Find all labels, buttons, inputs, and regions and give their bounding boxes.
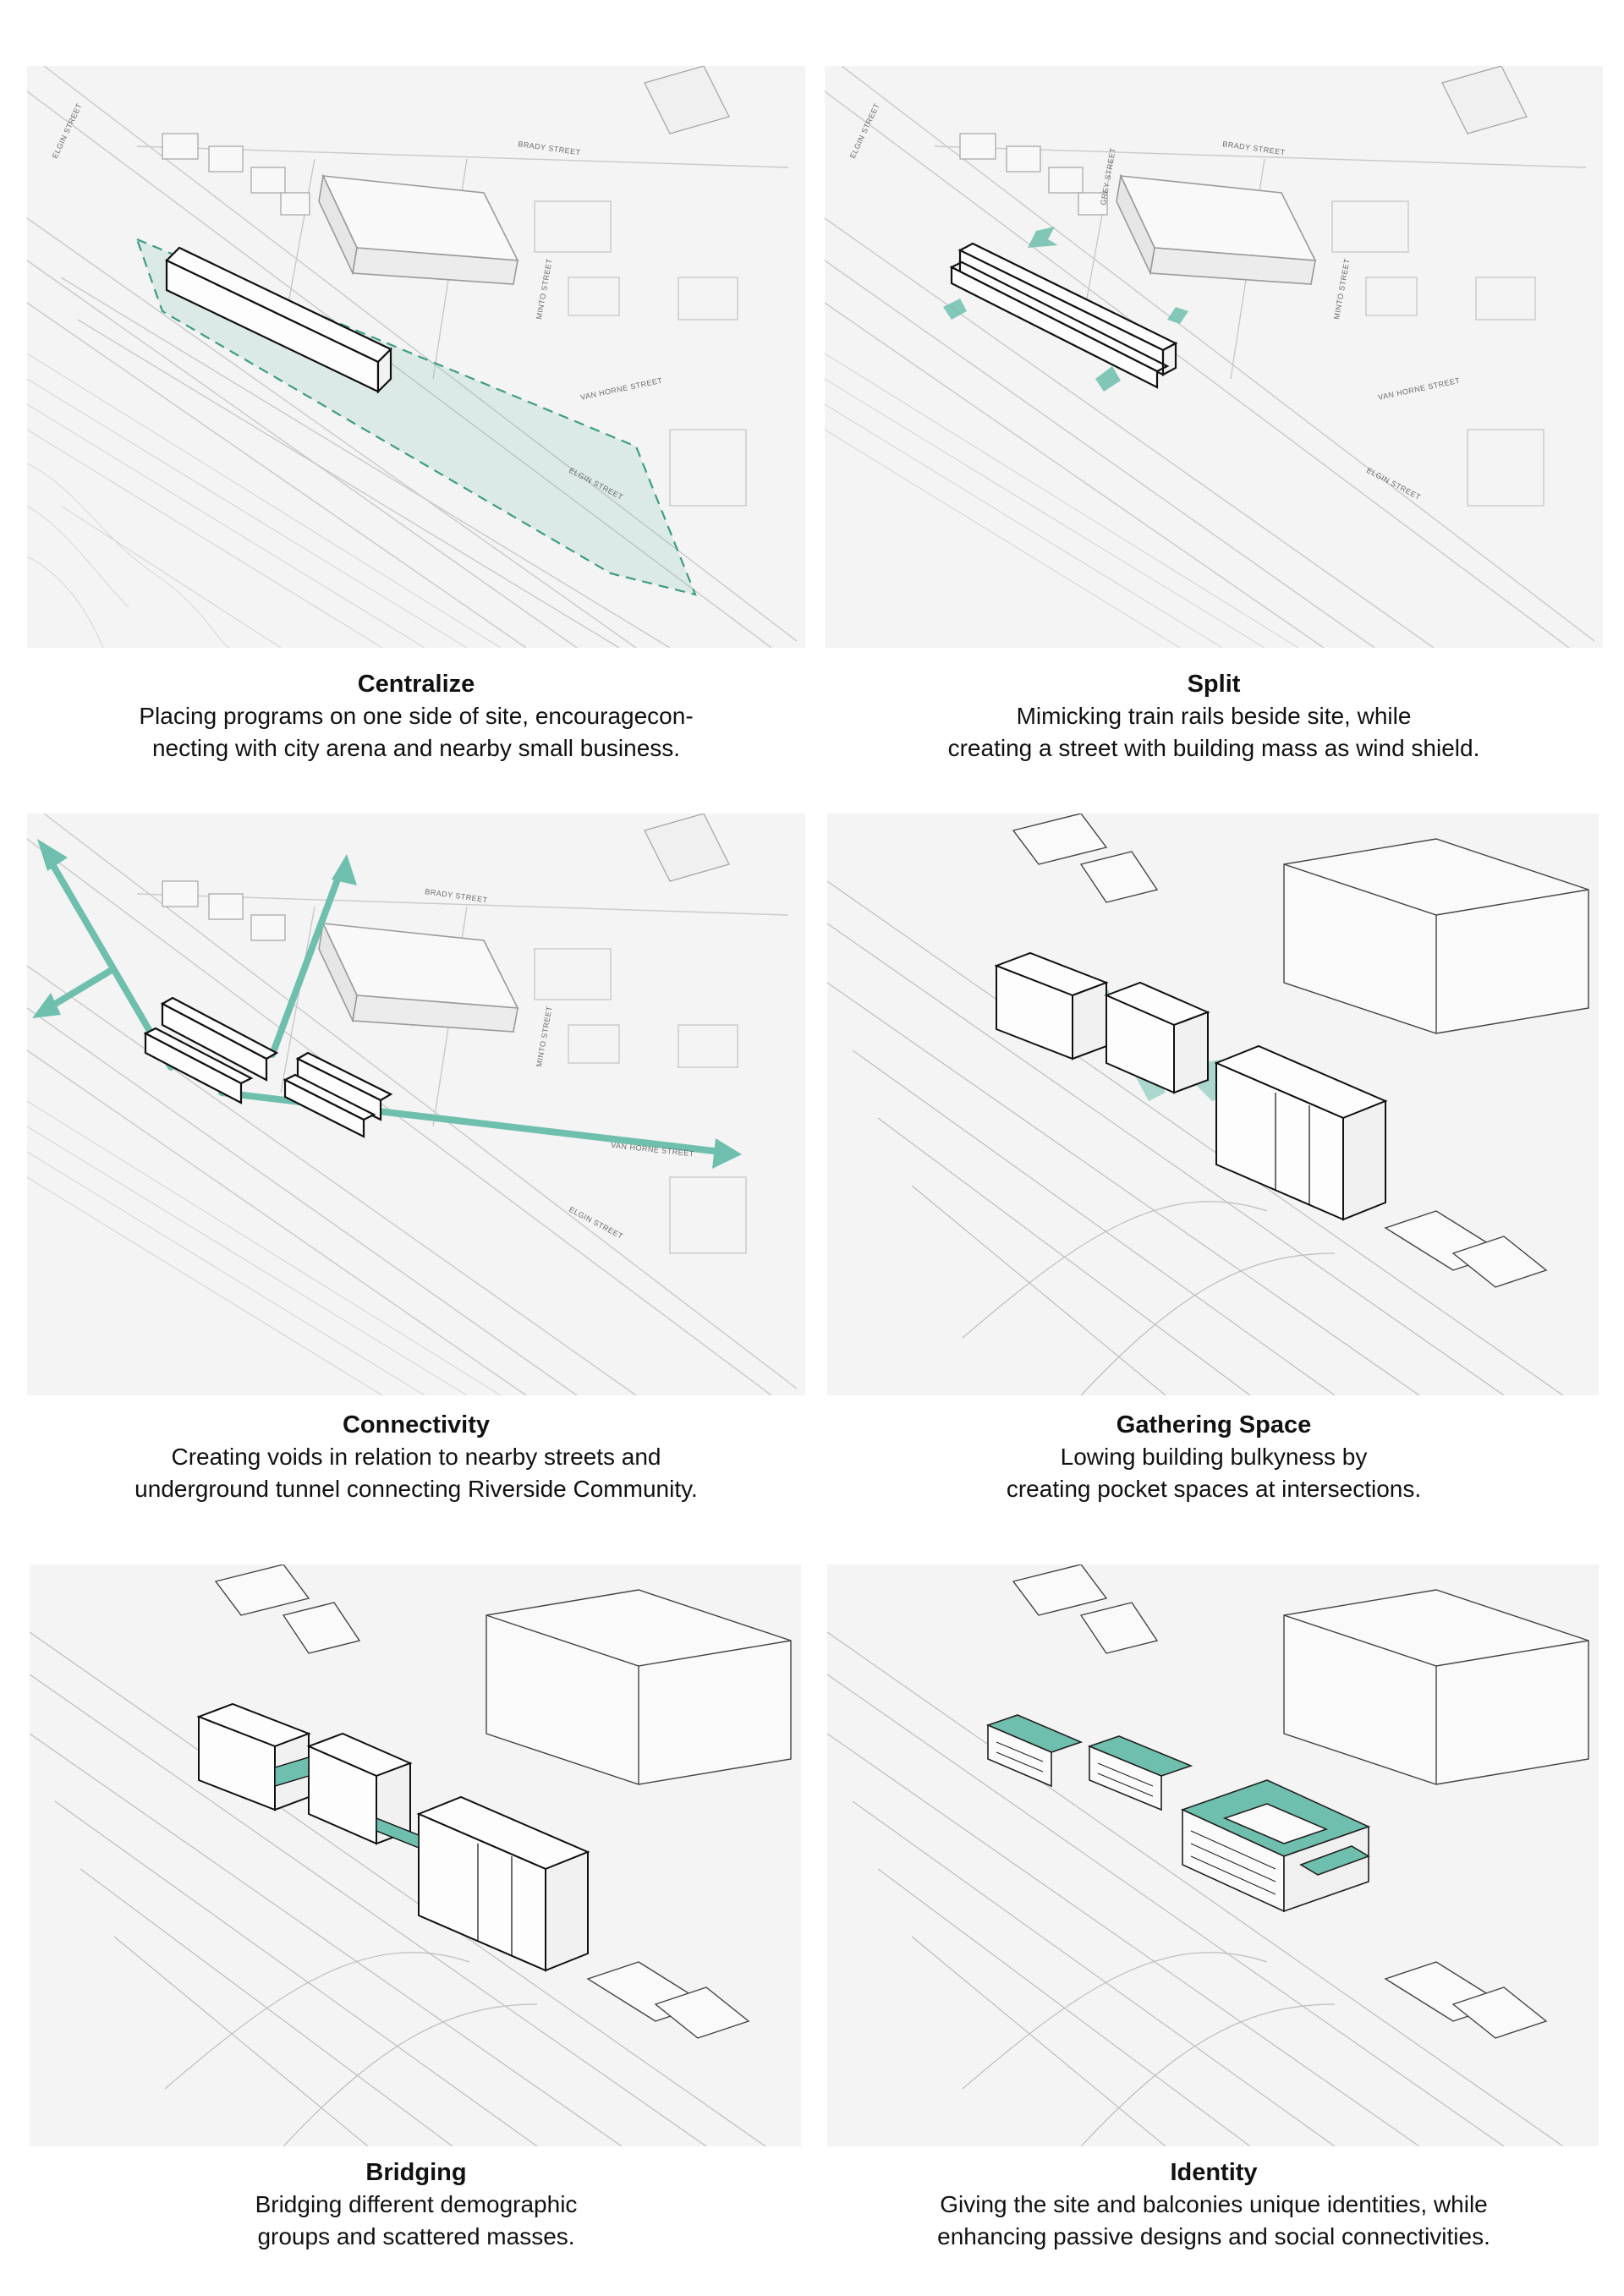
site-context — [825, 66, 1595, 648]
arrow-path-north — [269, 869, 343, 1058]
diagram-gathering-space — [827, 814, 1599, 1395]
rail-tracks — [30, 1631, 766, 2146]
label-van-horne-street: VAN HORNE STREET — [1377, 376, 1461, 402]
label-minto-street: MINTO STREET — [1332, 258, 1351, 320]
label-brady-street: BRADY STREET — [1222, 140, 1287, 156]
small-houses — [162, 814, 730, 941]
arrow-path-west — [45, 967, 115, 1011]
split-building-mass-south — [949, 260, 1170, 389]
context-buildings — [1012, 1564, 1589, 2039]
street-labels: ELGIN STREET BRADY STREET GREY STREET MI… — [848, 101, 1461, 501]
caption-title: Centralize — [357, 671, 475, 698]
label-elgin-street-1: ELGIN STREET — [848, 101, 881, 160]
small-houses — [162, 66, 730, 216]
building-mass-east — [1214, 1044, 1388, 1221]
axonometric-bridging — [30, 1564, 792, 2146]
caption-title: Bridging — [365, 2159, 467, 2186]
diagram-identity — [827, 1564, 1599, 2146]
diagram-centralize: ELGIN STREET BRADY STREET MINTO STREET V… — [27, 66, 805, 648]
caption-line: Creating voids in relation to nearby str… — [171, 1444, 661, 1470]
building-mass-east — [416, 1795, 590, 1972]
caption-centralize: Centralize Placing programs on one side … — [27, 668, 805, 764]
small-houses — [959, 66, 1528, 216]
label-minto-street: MINTO STREET — [535, 1006, 553, 1067]
building-mass-west — [196, 1702, 311, 1811]
caption-line: underground tunnel connecting Riverside … — [134, 1476, 698, 1502]
diagram-bridging — [30, 1564, 801, 2146]
caption-title: Gathering Space — [1116, 1411, 1312, 1438]
label-brady-street: BRADY STREET — [518, 140, 582, 156]
label-brady-street: BRADY STREET — [425, 887, 489, 904]
arena-building — [1116, 173, 1317, 285]
building-mass-west — [994, 951, 1109, 1060]
wind-arrow-icon — [943, 227, 1188, 392]
caption-identity: Identity Giving the site and balconies u… — [825, 2156, 1603, 2253]
arena-building — [318, 173, 519, 285]
caption-title: Split — [1187, 671, 1241, 698]
building-mass-with-voids — [143, 996, 393, 1138]
arena-building — [318, 921, 519, 1033]
caption-line: groups and scattered masses. — [257, 2223, 575, 2249]
rail-tracks — [27, 1100, 502, 1395]
site-context — [27, 66, 798, 648]
centralized-building-mass — [165, 246, 392, 394]
site-context — [27, 814, 798, 1395]
caption-gathering-space: Gathering Space Lowing building bulkynes… — [825, 1409, 1603, 1505]
detailed-building-west — [985, 1714, 1084, 1788]
caption-line: Giving the site and balconies unique ide… — [940, 2191, 1488, 2217]
caption-line: necting with city arena and nearby small… — [151, 735, 681, 761]
label-minto-street: MINTO STREET — [535, 258, 553, 320]
building-mass-middle — [1104, 981, 1210, 1094]
detailed-building-east — [1180, 1779, 1371, 1913]
context-buildings — [1012, 814, 1589, 1288]
detailed-building-middle — [1087, 1735, 1193, 1811]
diagram-connectivity: BRADY STREET MINTO STREET VAN HORNE STRE… — [27, 814, 805, 1395]
caption-line: creating a street with building mass as … — [947, 735, 1480, 761]
site-plan-split: ELGIN STREET BRADY STREET GREY STREET MI… — [825, 66, 1595, 648]
caption-line: Mimicking train rails beside site, while — [1016, 703, 1412, 729]
contour-lines — [27, 463, 231, 648]
caption-title: Identity — [1170, 2159, 1258, 2186]
caption-line: creating pocket spaces at intersections. — [1006, 1476, 1422, 1502]
rail-tracks — [827, 1631, 1564, 2146]
caption-line: enhancing passive designs and social con… — [937, 2223, 1490, 2249]
label-elgin-street-1: ELGIN STREET — [51, 101, 84, 160]
rail-tracks — [27, 353, 502, 648]
rail-tracks — [825, 353, 1299, 648]
caption-line: Placing programs on one side of site, en… — [139, 703, 694, 729]
label-grey-street: GREY STREET — [1099, 147, 1117, 206]
axonometric-gathering-space — [827, 814, 1589, 1395]
caption-line: Lowing building bulkyness by — [1060, 1444, 1368, 1470]
axonometric-identity — [827, 1564, 1589, 2146]
arrow-head-icon — [32, 839, 742, 1169]
label-van-horne-street: VAN HORNE STREET — [579, 376, 663, 402]
context-buildings — [214, 1564, 792, 2039]
caption-connectivity: Connectivity Creating voids in relation … — [27, 1409, 805, 1505]
bridge-connectors — [274, 1756, 420, 1849]
caption-bridging: Bridging Bridging different demographic … — [27, 2156, 805, 2253]
rail-tracks — [827, 880, 1564, 1395]
caption-split: Split Mimicking train rails beside site,… — [825, 668, 1603, 764]
label-elgin-street-2: ELGIN STREET — [1365, 466, 1422, 501]
caption-title: Connectivity — [342, 1411, 491, 1438]
site-plan-centralize: ELGIN STREET BRADY STREET MINTO STREET V… — [27, 66, 798, 648]
site-plan-connectivity: BRADY STREET MINTO STREET VAN HORNE STRE… — [27, 814, 798, 1395]
diagram-split: ELGIN STREET BRADY STREET GREY STREET MI… — [825, 66, 1603, 648]
caption-line: Bridging different demographic — [255, 2191, 578, 2217]
